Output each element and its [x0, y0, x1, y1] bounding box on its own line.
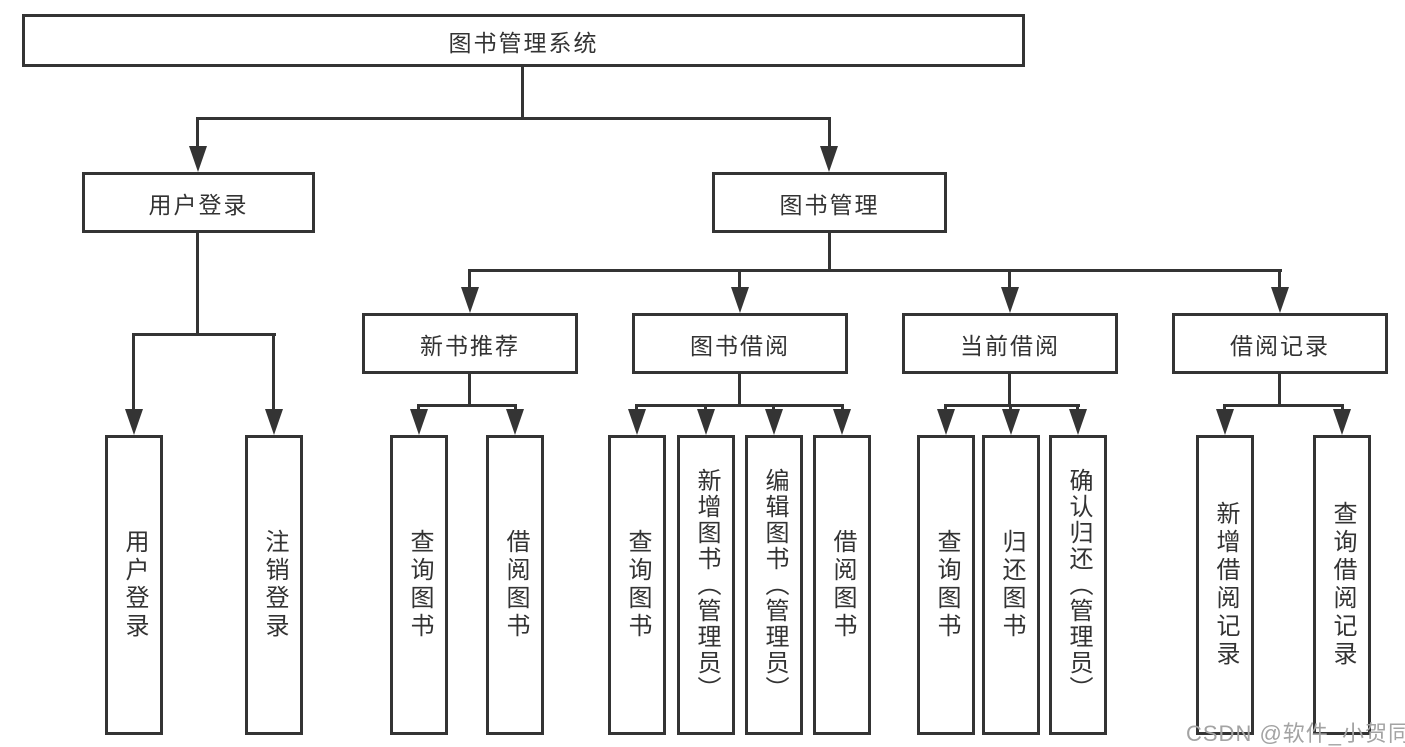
arrow-down-icon: [1002, 409, 1020, 435]
leaf-label: 用户登录: [121, 529, 148, 641]
arrow-down-icon: [833, 409, 851, 435]
connector-line: [1278, 374, 1281, 407]
arrow-down-icon: [506, 409, 524, 435]
leaf-label: 查询图书: [624, 529, 651, 641]
leaf-label: 注销登录: [261, 529, 288, 641]
leaf-label: 新增图书（管理员）: [693, 468, 720, 702]
arrow-down-icon: [1216, 409, 1234, 435]
leaf-label: 确认归还（管理员）: [1065, 468, 1092, 702]
leaf-label: 新增借阅记录: [1212, 501, 1239, 669]
leaf-query-borrow-record: 查询借阅记录: [1313, 435, 1371, 735]
connector-line: [132, 333, 135, 413]
arrow-down-icon: [1001, 287, 1019, 313]
leaf-label: 借阅图书: [502, 529, 529, 641]
arrow-down-icon: [820, 146, 838, 172]
leaf-user-login: 用户登录: [105, 435, 163, 735]
leaf-add-borrow-record: 新增借阅记录: [1196, 435, 1254, 735]
leaf-query-books-current: 查询图书: [917, 435, 975, 735]
connector-line: [468, 374, 471, 407]
leaf-borrow-books-borrowing: 借阅图书: [813, 435, 871, 735]
leaf-return-book: 归还图书: [982, 435, 1040, 735]
connector-line: [944, 404, 1080, 407]
leaf-query-books-recommend: 查询图书: [390, 435, 448, 735]
arrow-down-icon: [697, 409, 715, 435]
node-new-book-recommendation: 新书推荐: [362, 313, 578, 374]
connector-line: [196, 233, 199, 336]
connector-line: [468, 269, 1282, 272]
leaf-edit-book-admin: 编辑图书（管理员）: [745, 435, 803, 735]
arrow-down-icon: [1333, 409, 1351, 435]
arrow-down-icon: [731, 287, 749, 313]
leaf-add-book-admin: 新增图书（管理员）: [677, 435, 735, 735]
node-borrowing-records: 借阅记录: [1172, 313, 1388, 374]
arrow-down-icon: [410, 409, 428, 435]
leaf-label: 编辑图书（管理员）: [761, 468, 788, 702]
arrow-down-icon: [628, 409, 646, 435]
leaf-label: 查询借阅记录: [1329, 501, 1356, 669]
node-library-management-system: 图书管理系统: [22, 14, 1025, 67]
node-label: 新书推荐: [420, 332, 520, 359]
node-label: 用户登录: [148, 191, 249, 218]
node-label: 图书管理系统: [448, 29, 599, 56]
arrow-down-icon: [189, 146, 207, 172]
connector-line: [738, 374, 741, 407]
connector-line: [417, 404, 517, 407]
node-label: 图书管理: [779, 191, 880, 218]
node-label: 借阅记录: [1230, 332, 1330, 359]
node-current-borrowing: 当前借阅: [902, 313, 1118, 374]
node-user-login: 用户登录: [82, 172, 315, 233]
connector-line: [521, 67, 524, 120]
arrow-down-icon: [765, 409, 783, 435]
csdn-watermark: CSDN @软件_小贺同学: [1186, 721, 1405, 746]
connector-line: [1223, 404, 1344, 407]
arrow-down-icon: [937, 409, 955, 435]
connector-line: [468, 269, 471, 293]
arrow-down-icon: [1271, 287, 1289, 313]
connector-line: [196, 117, 199, 149]
connector-line: [828, 233, 831, 272]
node-book-management: 图书管理: [712, 172, 947, 233]
connector-line: [196, 117, 831, 120]
arrow-down-icon: [461, 287, 479, 313]
leaf-logout: 注销登录: [245, 435, 303, 735]
leaf-query-books-borrowing: 查询图书: [608, 435, 666, 735]
connector-line: [132, 333, 276, 336]
arrow-down-icon: [265, 409, 283, 435]
leaf-confirm-return-admin: 确认归还（管理员）: [1049, 435, 1107, 735]
leaf-label: 查询图书: [406, 529, 433, 641]
connector-line: [272, 333, 275, 413]
connector-line: [1008, 269, 1011, 293]
node-label: 图书借阅: [690, 332, 790, 359]
leaf-borrow-books-recommend: 借阅图书: [486, 435, 544, 735]
connector-line: [1008, 374, 1011, 407]
arrow-down-icon: [1069, 409, 1087, 435]
connector-line: [635, 404, 844, 407]
node-label: 当前借阅: [960, 332, 1060, 359]
connector-line: [828, 117, 831, 149]
connector-line: [738, 269, 741, 293]
leaf-label: 借阅图书: [829, 529, 856, 641]
node-book-borrowing: 图书借阅: [632, 313, 848, 374]
arrow-down-icon: [125, 409, 143, 435]
connector-line: [1278, 269, 1281, 293]
leaf-label: 归还图书: [998, 529, 1025, 641]
leaf-label: 查询图书: [933, 529, 960, 641]
